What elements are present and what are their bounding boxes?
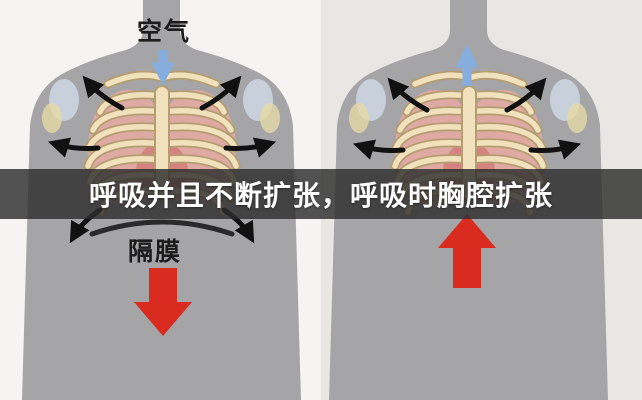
chest-up-arrow-icon xyxy=(438,214,496,288)
caption-text: 呼吸并且不断扩张，呼吸时胸腔扩张 xyxy=(88,180,553,211)
expansion-arrows-icon xyxy=(352,77,582,160)
expansion-arrows-icon xyxy=(47,75,277,244)
caption-banner: 呼吸并且不断扩张，呼吸时胸腔扩张 xyxy=(0,169,642,219)
left-figure xyxy=(22,0,301,400)
air-label: 空气 xyxy=(137,18,192,46)
diaphragm-down-arrow-icon xyxy=(134,268,192,336)
diaphragm-label: 隔膜 xyxy=(128,238,183,266)
right-figure xyxy=(329,0,608,400)
diaphragm-line xyxy=(89,219,235,237)
